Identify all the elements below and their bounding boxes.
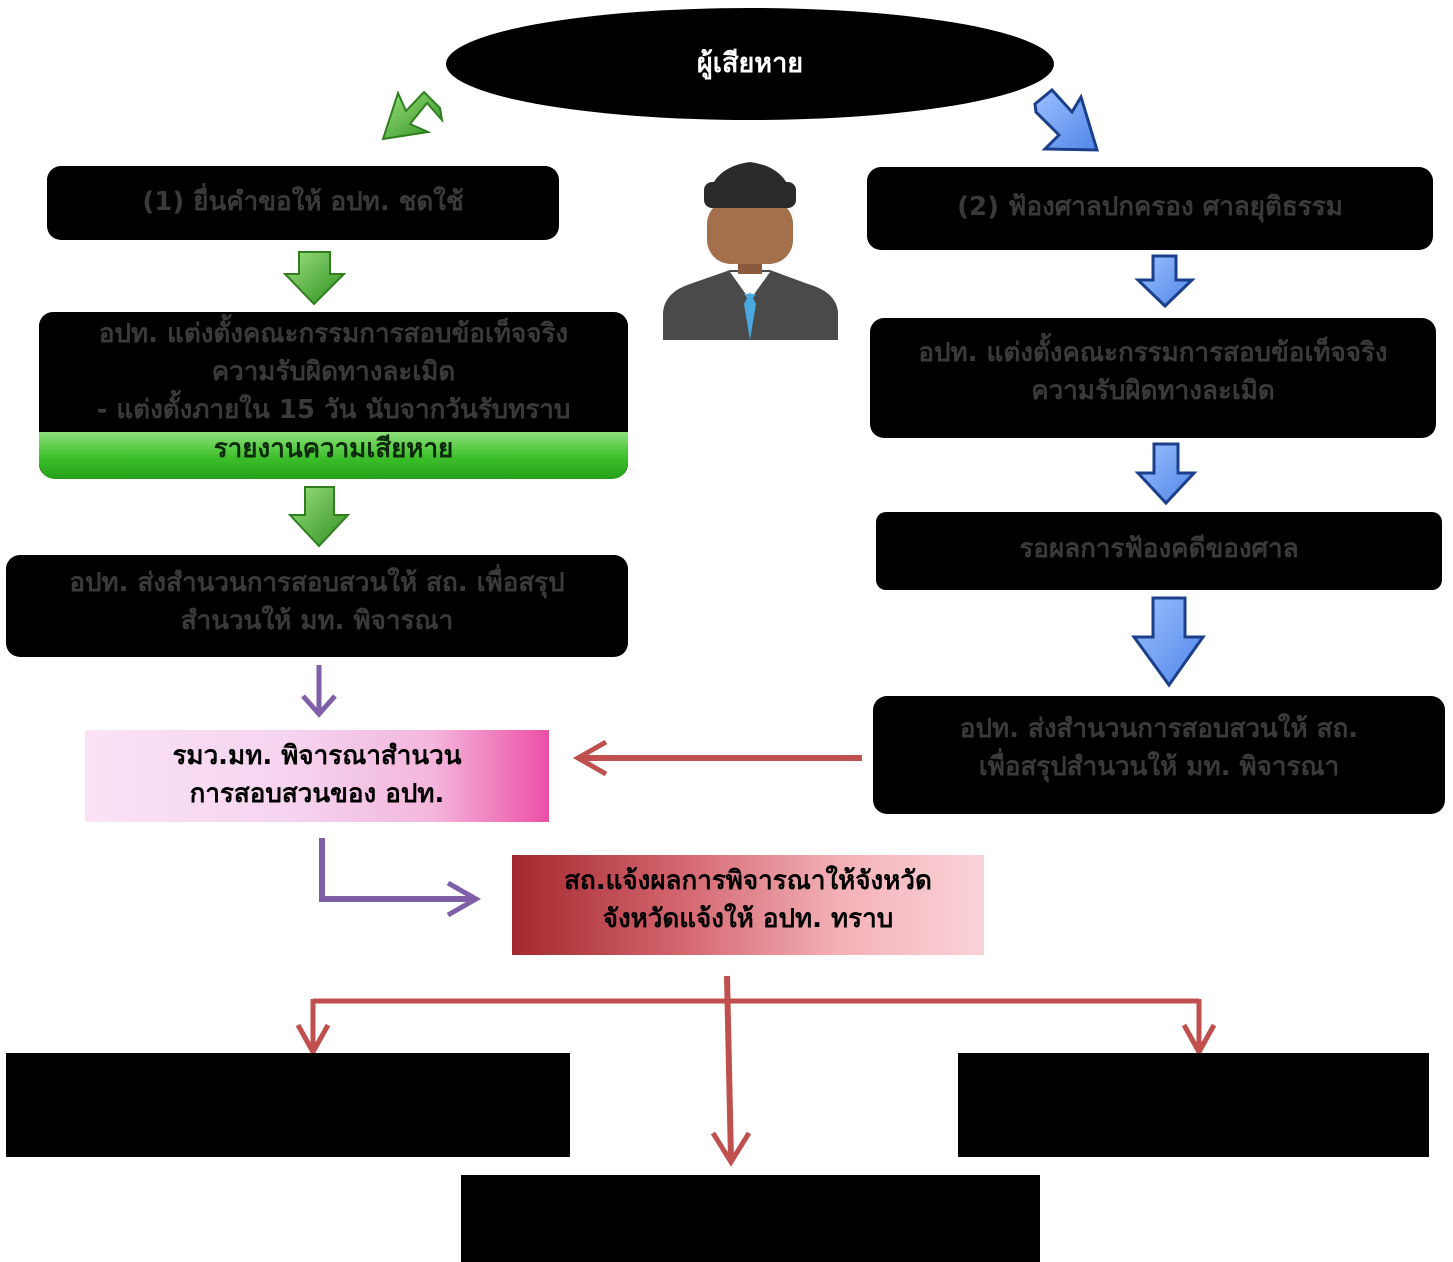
right-step2-line2: ความรับผิดทางละเมิด	[1031, 376, 1275, 406]
left-step2-line3: - แต่งตั้งภายใน 15 วัน นับจากวันรับทราบ	[96, 395, 571, 425]
right-step4-line2: เพื่อสรุปสำนวนให้ มท. พิจารณา	[978, 752, 1340, 782]
green-down-arrow-icon	[287, 486, 351, 548]
right-step3-text: รอผลการฟ้องคดีของศาล	[1019, 534, 1299, 564]
left-step1-box: (1) ยื่นคำขอให้ อปท. ชดใช้	[47, 166, 559, 240]
left-step2-note: รายงานความเสียหาย	[39, 432, 628, 479]
left-step2-note-text: รายงานความเสียหาย	[213, 434, 454, 464]
left-step2-line1: อปท. แต่งตั้งคณะกรรมการสอบข้อเท็จจริง	[98, 319, 569, 349]
notify-line1: สถ.แจ้งผลการพิจารณาให้จังหวัด	[564, 866, 932, 896]
outcome-right-box	[958, 1053, 1429, 1157]
minister-review-box: รมว.มท. พิจารณาสำนวน การสอบสวนของ อปท.	[85, 730, 549, 822]
green-down-arrow-icon	[282, 251, 347, 306]
blue-down-arrow-icon	[1131, 596, 1206, 688]
minister-line2: การสอบสวนของ อปท.	[189, 779, 445, 809]
right-step3-box: รอผลการฟ้องคดีของศาล	[876, 512, 1442, 590]
right-step1-text: (2) ฟ้องศาลปกครอง ศาลยุติธรรม	[957, 192, 1343, 222]
green-diagonal-arrow-icon	[381, 90, 444, 141]
notify-result-box: สถ.แจ้งผลการพิจารณาให้จังหวัด จังหวัดแจ้…	[512, 855, 984, 955]
blue-down-arrow-icon	[1134, 254, 1196, 309]
right-step1-box: (2) ฟ้องศาลปกครอง ศาลยุติธรรม	[867, 167, 1433, 250]
outcome-left-box	[6, 1053, 570, 1157]
left-step3-line2: สำนวนให้ มท. พิจารณา	[180, 606, 454, 636]
left-step3-box: อปท. ส่งสำนวนการสอบสวนให้ สถ. เพื่อสรุป …	[6, 555, 628, 657]
purple-down-arrow-icon	[301, 665, 337, 718]
right-step4-box: อปท. ส่งสำนวนการสอบสวนให้ สถ. เพื่อสรุปส…	[873, 696, 1445, 814]
victim-oval: ผู้เสียหาย	[446, 8, 1054, 120]
victim-title: ผู้เสียหาย	[696, 48, 804, 79]
minister-line1: รมว.มท. พิจารณาสำนวน	[172, 741, 462, 771]
person-avatar-icon	[663, 162, 838, 340]
notify-line2: จังหวัดแจ้งให้ อปท. ทราบ	[602, 904, 894, 934]
blue-diagonal-arrow-icon	[1033, 87, 1100, 152]
right-step2-box: อปท. แต่งตั้งคณะกรรมการสอบข้อเท็จจริง คว…	[870, 318, 1436, 438]
left-step2-line2: ความรับผิดทางละเมิด	[211, 357, 456, 387]
red-branch-arrows-icon	[295, 975, 1217, 1167]
purple-elbow-arrow-icon	[319, 838, 482, 918]
left-step1-text: (1) ยื่นคำขอให้ อปท. ชดใช้	[142, 187, 464, 217]
right-step4-line1: อปท. ส่งสำนวนการสอบสวนให้ สถ.	[959, 714, 1359, 744]
blue-down-arrow-icon	[1134, 442, 1198, 506]
outcome-center-box	[461, 1175, 1040, 1262]
red-left-arrow-icon	[572, 739, 862, 777]
right-step2-line1: อปท. แต่งตั้งคณะกรรมการสอบข้อเท็จจริง	[918, 338, 1388, 368]
left-step3-line1: อปท. ส่งสำนวนการสอบสวนให้ สถ. เพื่อสรุป	[69, 568, 565, 598]
